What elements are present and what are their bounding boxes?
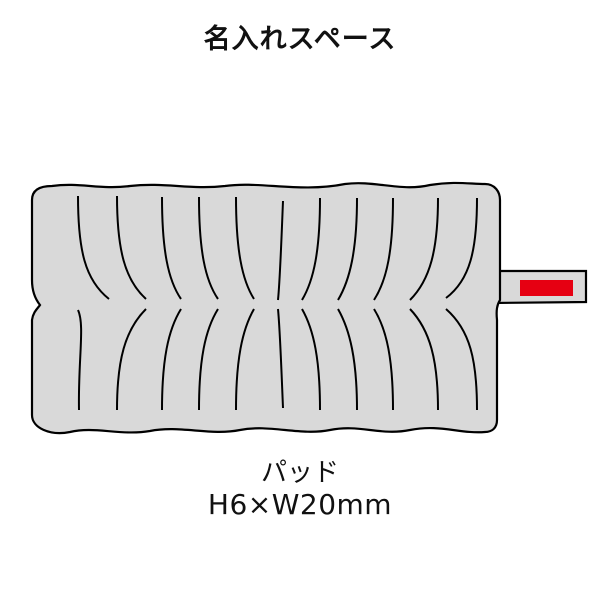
part-label: パッド xyxy=(260,458,339,488)
pleat-lines xyxy=(77,195,478,411)
name-tag xyxy=(490,269,588,305)
page-title: 名入れスペース xyxy=(203,24,397,55)
print-dimensions: H6×W20mm xyxy=(207,488,393,521)
print-area xyxy=(520,280,573,296)
pad-body xyxy=(30,181,502,435)
